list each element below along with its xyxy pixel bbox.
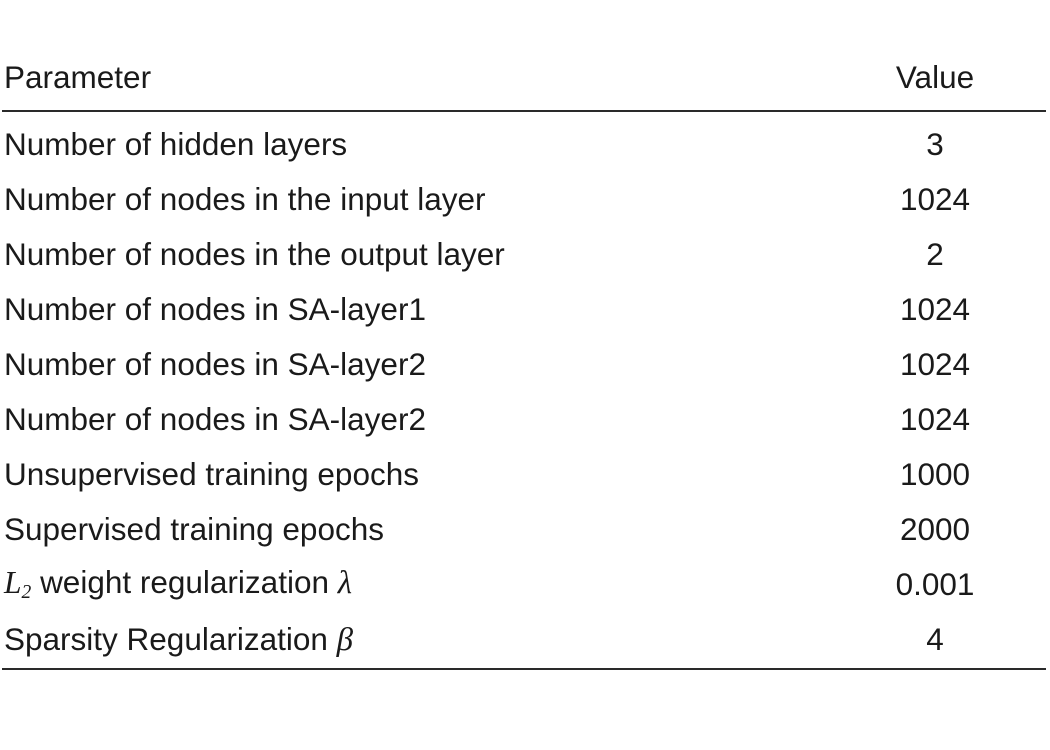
table-row: Supervised training epochs 2000: [2, 503, 1046, 558]
table-row: Number of nodes in the input layer 1024: [2, 173, 1046, 228]
row-label: Unsupervised training epochs: [4, 456, 419, 493]
row-label-text: [31, 564, 40, 600]
math-variable-base: L: [4, 565, 22, 601]
math-variable-L: L2: [4, 565, 32, 604]
table-row: Number of nodes in SA-layer2 1024: [2, 338, 1046, 393]
row-value: 1024: [899, 291, 971, 328]
row-label-sparsity-regularization: Sparsity Regularization β: [2, 613, 832, 669]
header-row: Parameter Value: [2, 0, 1046, 112]
row-value: 1024: [899, 181, 971, 218]
bottom-rule-cell-left: [2, 667, 832, 671]
row-label: Number of hidden layers: [4, 126, 348, 163]
math-subscript: 2: [21, 582, 32, 604]
row-label: Number of nodes in the output layer: [4, 236, 505, 273]
column-header-value: Value: [832, 0, 1046, 112]
bottom-rule-cell-right: [832, 667, 1046, 671]
row-value: 2000: [899, 511, 971, 548]
table-header: Parameter Value: [2, 0, 1046, 112]
table-row: Unsupervised training epochs 1000: [2, 448, 1046, 503]
parameter-table-container: Parameter Value Number of hidden layers …: [2, 0, 1046, 671]
table-row: Number of nodes in the output layer 2: [2, 228, 1046, 283]
table-row: Number of hidden layers 3: [2, 111, 1046, 173]
row-value: 4: [926, 621, 944, 658]
math-symbol-lambda: λ: [337, 565, 353, 602]
math-symbol-beta: β: [336, 621, 354, 658]
table-body: Number of hidden layers 3 Number of node…: [2, 111, 1046, 671]
row-label: Number of nodes in SA-layer1: [4, 291, 426, 328]
column-header-parameter: Parameter: [2, 0, 832, 112]
table-row: Sparsity Regularization β 4: [2, 613, 1046, 669]
parameter-table: Parameter Value Number of hidden layers …: [2, 0, 1046, 671]
row-label-space: [328, 621, 337, 657]
row-value: 1024: [899, 346, 971, 383]
row-value: 1024: [899, 401, 971, 438]
row-value: 2: [926, 236, 944, 273]
table-row: Number of nodes in SA-layer2 1024: [2, 393, 1046, 448]
row-label-mid-text: Sparsity Regularization: [4, 620, 328, 657]
row-label-space: [329, 564, 338, 600]
row-label-mid-text: weight regularization: [40, 564, 329, 601]
row-value: 0.001: [895, 566, 975, 603]
row-value: 3: [926, 126, 944, 163]
row-label: Supervised training epochs: [4, 511, 384, 548]
table-row: Number of nodes in SA-layer1 1024: [2, 283, 1046, 338]
row-value: 1000: [899, 456, 971, 493]
table-row: L2 weight regularization λ 0.001: [2, 558, 1046, 613]
row-label: Number of nodes in SA-layer2: [4, 346, 426, 383]
row-label: Number of nodes in the input layer: [4, 181, 486, 218]
row-label-l2-regularization: L2 weight regularization λ: [2, 558, 832, 613]
row-label: Number of nodes in SA-layer2: [4, 401, 426, 438]
table-bottom-rule: [2, 667, 1046, 671]
